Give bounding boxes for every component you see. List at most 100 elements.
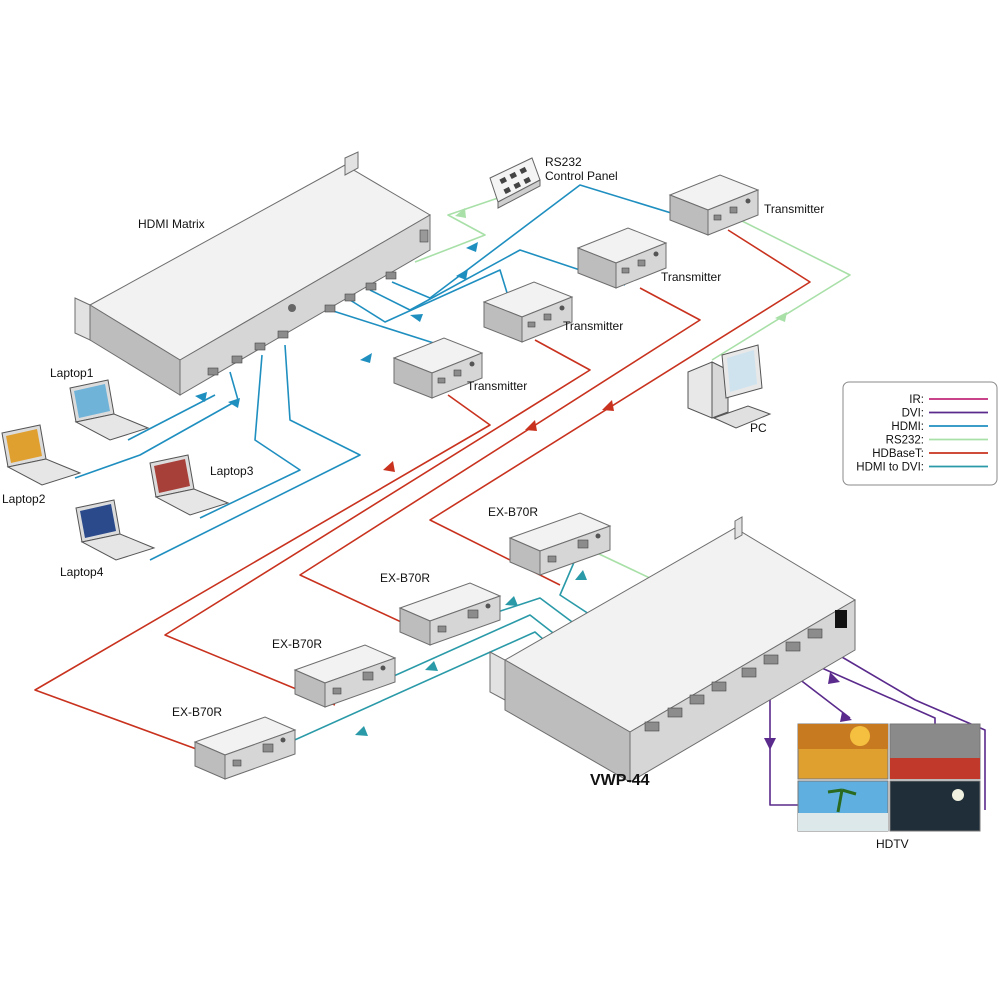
- hdmi-wire-laptop3: [199, 354, 301, 519]
- laptop-2: Laptop2: [1, 424, 82, 506]
- receiver-4-label: EX-B70R: [172, 705, 222, 719]
- receiver-2-label: EX-B70R: [380, 571, 430, 585]
- hdmi-wire-laptop2: [74, 371, 239, 479]
- transmitter-4-label: Transmitter: [467, 379, 527, 393]
- rs232-wire-pc: [711, 219, 851, 361]
- arrow-dvi-1: [575, 570, 587, 580]
- panel-button: [523, 176, 532, 185]
- transmitter-2: [576, 227, 668, 289]
- transmitter-4: [392, 337, 484, 399]
- arrow-tv-1: [764, 738, 776, 750]
- laptop-1: Laptop1: [50, 366, 150, 441]
- panel-button: [513, 181, 522, 190]
- laptop1-label: Laptop1: [50, 366, 94, 380]
- vwp-output-port: [807, 628, 823, 639]
- panel-button: [503, 186, 512, 195]
- vwp-input-port: [644, 721, 660, 732]
- arrow-hdmi-6: [466, 242, 478, 252]
- vwp-input-port: [667, 707, 683, 718]
- vwp-44-processor: VWP-44: [489, 516, 856, 789]
- matrix-input-port: [207, 367, 219, 376]
- hdmi-wire-tx1: [391, 184, 721, 299]
- arrow-dvi-4: [355, 726, 368, 736]
- matrix-output-port: [324, 304, 336, 313]
- legend-label: IR:: [909, 394, 924, 406]
- arrowheads: [195, 208, 852, 750]
- matrix-output-port: [365, 282, 377, 291]
- legend-label: HDMI to DVI:: [856, 462, 924, 474]
- transmitter-1: [668, 174, 760, 236]
- rs232-control-panel: RS232 Control Panel: [489, 155, 618, 209]
- laptop1-screen: [74, 384, 110, 418]
- pc: PC: [687, 344, 772, 435]
- hdmi-matrix-label: HDMI Matrix: [138, 217, 205, 231]
- transmitter-3: [482, 281, 574, 343]
- vwp-power-socket: [835, 610, 847, 628]
- vwp-output-port: [763, 654, 779, 665]
- receiver-3-label: EX-B70R: [272, 637, 322, 651]
- legend-label: HDMI:: [891, 421, 924, 433]
- vwp-input-port: [689, 694, 705, 705]
- hdbaset-wire-4: [34, 394, 491, 766]
- panel-button: [519, 166, 528, 175]
- matrix-output-port: [344, 293, 356, 302]
- receiver-1: [508, 512, 612, 576]
- legend-label: HDBaseT:: [872, 448, 924, 460]
- hdmi-wire-laptop4: [149, 344, 361, 561]
- arrow-hdbaset-1: [602, 400, 614, 411]
- hdtv-wall: HDTV: [797, 723, 981, 851]
- arrow-hdmi-1: [195, 392, 207, 402]
- arrow-rs232-2: [455, 208, 466, 218]
- arrow-hdbaset-2: [525, 420, 537, 431]
- laptop2-screen: [6, 429, 42, 463]
- hdbaset-wire-2: [299, 287, 701, 641]
- hdbaset-wire-3: [164, 339, 591, 706]
- arrow-hdmi-5: [456, 269, 468, 280]
- arrow-hdmi-3: [410, 314, 423, 322]
- arrow-dvi-2: [505, 596, 518, 606]
- pc-label: PC: [750, 421, 767, 435]
- vwp-output-port: [741, 667, 757, 678]
- dvi-wire-4: [829, 649, 986, 810]
- hdmi-matrix: HDMI Matrix: [74, 151, 431, 396]
- transmitter-2-label: Transmitter: [661, 270, 721, 284]
- receiver-1-label: EX-B70R: [488, 505, 538, 519]
- panel-button: [509, 171, 518, 180]
- laptop3-screen: [154, 459, 190, 493]
- vwp-output-port: [785, 641, 801, 652]
- rs232-panel-label-line1: RS232: [545, 155, 582, 169]
- hdbaset-wire-1: [429, 229, 811, 586]
- laptop4-label: Laptop4: [60, 565, 104, 579]
- laptop2-label: Laptop2: [2, 492, 46, 506]
- hdmi-wire-laptop1: [127, 394, 216, 441]
- laptop-4: Laptop4: [60, 499, 156, 579]
- hdtv-screen-4: [889, 780, 981, 832]
- hdtv-label: HDTV: [876, 837, 909, 851]
- transmitter-3-label: Transmitter: [563, 319, 623, 333]
- legend-label: DVI:: [902, 408, 924, 420]
- arrow-tv-2: [840, 712, 852, 722]
- arrow-rs232-1: [775, 312, 787, 322]
- hdmi-wire-tx2: [369, 249, 626, 311]
- vwp-44-label: VWP-44: [590, 772, 650, 789]
- legend-label: RS232:: [886, 435, 924, 447]
- wires: [34, 184, 986, 810]
- legend-box: [842, 381, 998, 486]
- receiver-2: [398, 582, 502, 646]
- rs232-panel-label-line2: Control Panel: [545, 169, 618, 183]
- arrow-hdmi-4: [360, 353, 372, 363]
- matrix-input-port: [277, 330, 289, 339]
- laptop3-label: Laptop3: [210, 464, 254, 478]
- receiver-4: [193, 716, 297, 780]
- laptop-3: Laptop3: [149, 454, 254, 516]
- legend: IR: DVI:HDMI: RS232:HDBaseT: HDMI to DVI:: [842, 381, 998, 486]
- transmitter-1-label: Transmitter: [764, 202, 824, 216]
- laptop4-screen: [80, 504, 116, 538]
- arrow-dvi-3: [425, 661, 438, 671]
- matrix-ir-icon: [288, 304, 296, 312]
- dvi-wire-3: [814, 664, 936, 728]
- rs232-wire-panel: [414, 197, 499, 263]
- matrix-input-port: [231, 355, 243, 364]
- vwp-input-port: [711, 681, 727, 692]
